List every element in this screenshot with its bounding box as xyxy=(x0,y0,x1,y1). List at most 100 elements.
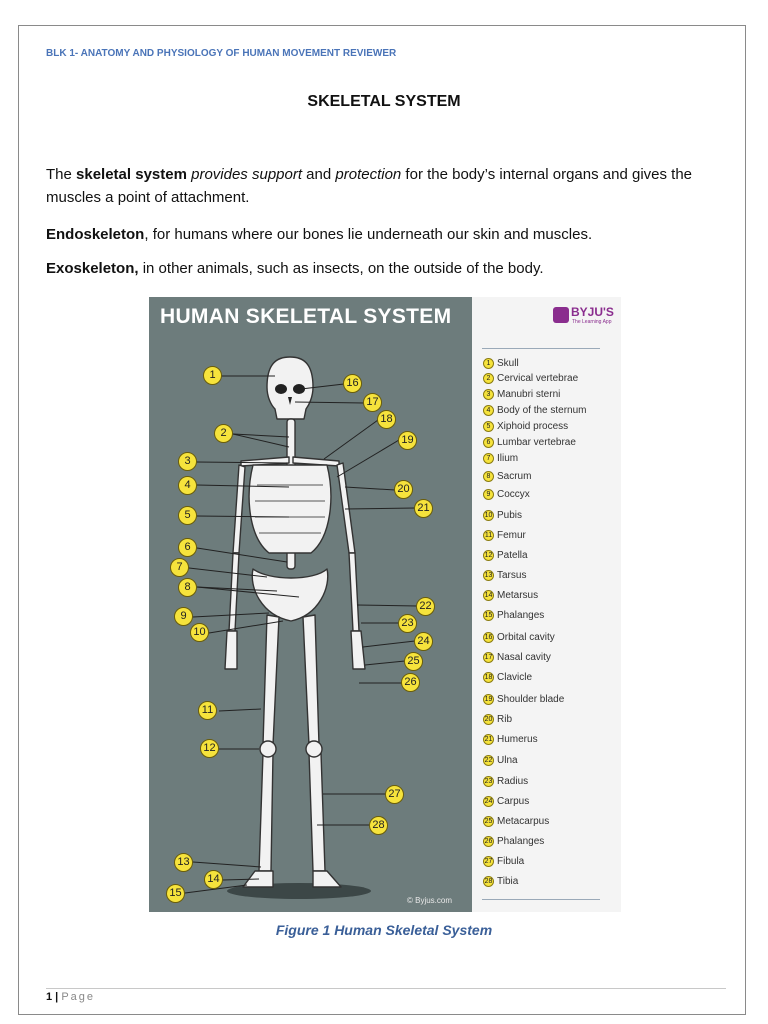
legend-label: Femur xyxy=(497,530,526,541)
legend-label: Coccyx xyxy=(497,489,530,500)
legend-number-badge: 22 xyxy=(483,755,494,766)
callout-18: 18 xyxy=(377,410,396,429)
page-label: Page xyxy=(61,991,96,1003)
legend-number-badge: 6 xyxy=(483,437,494,448)
legend-label: Clavicle xyxy=(497,672,533,683)
callout-11: 11 xyxy=(198,701,217,720)
callout-1: 1 xyxy=(203,366,222,385)
legend-label: Manubri sterni xyxy=(497,389,561,400)
callout-16: 16 xyxy=(343,374,362,393)
callout-20: 20 xyxy=(394,480,413,499)
paragraph-exoskeleton: Exoskeleton, in other animals, such as i… xyxy=(46,260,544,277)
legend-label: Humerus xyxy=(497,734,538,745)
legend-number-badge: 13 xyxy=(483,570,494,581)
callout-28: 28 xyxy=(369,816,388,835)
callout-13: 13 xyxy=(174,853,193,872)
legend-label: Radius xyxy=(497,776,529,787)
legend-label: Fibula xyxy=(497,856,525,867)
legend-number-badge: 1 xyxy=(483,358,494,369)
callout-14: 14 xyxy=(204,870,223,889)
legend-label: Body of the sternum xyxy=(497,405,587,416)
byjus-logo: BYJU'S The Learning App xyxy=(551,305,617,327)
copyright-note: © Byjus.com xyxy=(407,896,453,905)
legend-label: Lumbar vertebrae xyxy=(497,437,576,448)
page-footer: 1 | Page xyxy=(46,991,95,1003)
callout-27: 27 xyxy=(385,785,404,804)
legend-label: Ulna xyxy=(497,755,518,766)
callout-21: 21 xyxy=(414,499,433,518)
legend-number-badge: 9 xyxy=(483,489,494,500)
legend-label: Phalanges xyxy=(497,610,545,621)
legend-number-badge: 7 xyxy=(483,453,494,464)
legend-label: Nasal cavity xyxy=(497,652,551,663)
page-title: SKELETAL SYSTEM xyxy=(307,93,461,110)
running-header: BLK 1- ANATOMY AND PHYSIOLOGY OF HUMAN M… xyxy=(46,48,397,59)
brand-tagline: The Learning App xyxy=(572,319,612,325)
callout-5: 5 xyxy=(178,506,197,525)
legend-number-badge: 28 xyxy=(483,876,494,887)
callout-17: 17 xyxy=(363,393,382,412)
callout-4: 4 xyxy=(178,476,197,495)
callout-23: 23 xyxy=(398,614,417,633)
legend-top-divider xyxy=(482,348,600,349)
legend-number-badge: 23 xyxy=(483,776,494,787)
callout-6: 6 xyxy=(178,538,197,557)
legend-label: Metarsus xyxy=(497,590,539,601)
footer-divider xyxy=(46,988,726,989)
brand-name: BYJU'S xyxy=(571,305,614,319)
legend-label: Ilium xyxy=(497,453,519,464)
legend-number-badge: 26 xyxy=(483,836,494,847)
legend-number-badge: 24 xyxy=(483,796,494,807)
paragraph-skeletal-system: The skeletal system provides support and… xyxy=(46,166,693,206)
legend-label: Cervical vertebrae xyxy=(497,373,579,384)
legend-label: Shoulder blade xyxy=(497,694,565,705)
skeletal-system-figure: HUMAN SKELETAL SYSTEM xyxy=(149,297,621,912)
page-separator: | xyxy=(52,991,62,1003)
page-number: 1 xyxy=(46,991,53,1003)
callout-22: 22 xyxy=(416,597,435,616)
skeleton-illustration xyxy=(184,356,418,899)
legend-label: Orbital cavity xyxy=(497,632,555,643)
figure-caption: Figure 1 Human Skeletal System xyxy=(275,922,493,938)
legend-number-badge: 27 xyxy=(483,856,494,867)
legend-number-badge: 8 xyxy=(483,471,494,482)
paragraph-endoskeleton: Endoskeleton, for humans where our bones… xyxy=(46,226,593,243)
page-border xyxy=(18,25,746,1015)
legend-number-badge: 5 xyxy=(483,421,494,432)
legend-number-badge: 18 xyxy=(483,672,494,683)
callout-3: 3 xyxy=(178,452,197,471)
figure-title-bar: HUMAN SKELETAL SYSTEM xyxy=(149,297,472,341)
legend-label: Metacarpus xyxy=(497,816,550,827)
legend-number-badge: 21 xyxy=(483,734,494,745)
callout-12: 12 xyxy=(200,739,219,758)
legend-number-badge: 17 xyxy=(483,652,494,663)
legend-number-badge: 11 xyxy=(483,530,494,541)
callout-9: 9 xyxy=(174,607,193,626)
legend-number-badge: 15 xyxy=(483,610,494,621)
callout-8: 8 xyxy=(178,578,197,597)
legend-label: Pubis xyxy=(497,510,523,521)
callout-10: 10 xyxy=(190,623,209,642)
